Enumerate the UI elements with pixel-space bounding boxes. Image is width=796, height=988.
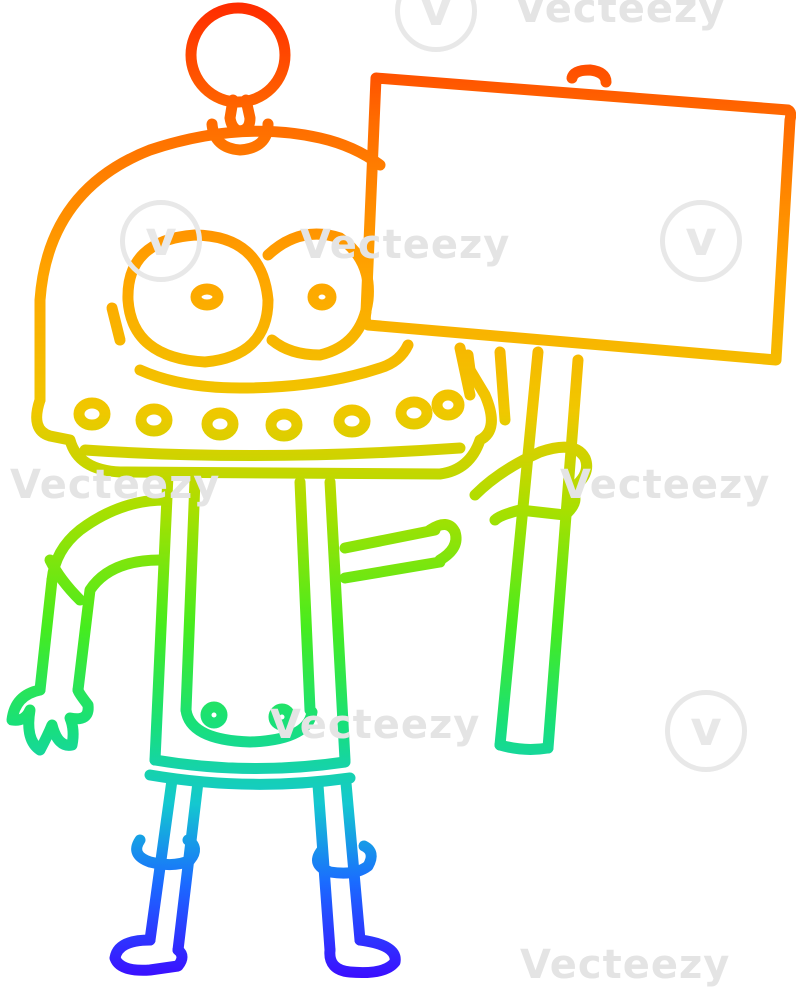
rivet bbox=[333, 404, 371, 438]
thumb bbox=[424, 519, 462, 566]
right-leg-outer bbox=[340, 777, 366, 946]
head-rim-lower bbox=[31, 364, 497, 480]
left-hand bbox=[6, 684, 94, 756]
rivet bbox=[135, 403, 173, 437]
left-arm-inner bbox=[72, 554, 166, 696]
sign-clip bbox=[566, 64, 612, 88]
right-knee-band bbox=[312, 840, 377, 879]
sign-pole-bottom bbox=[494, 739, 554, 755]
robot-mouth bbox=[134, 339, 414, 394]
torso-panel-bottom bbox=[180, 704, 318, 748]
left-foot bbox=[109, 934, 188, 976]
robot-head-dome bbox=[34, 125, 386, 406]
right-pupil bbox=[307, 283, 337, 311]
rivet bbox=[265, 408, 303, 442]
torso-inner-right bbox=[294, 476, 316, 716]
sign-pole-right bbox=[542, 354, 584, 754]
panel-rivet bbox=[268, 703, 296, 731]
gripping-hand bbox=[469, 441, 593, 526]
left-pupil bbox=[190, 283, 224, 311]
rivet bbox=[395, 396, 433, 430]
sign-pole-left bbox=[494, 346, 544, 751]
elbow-joint bbox=[44, 554, 86, 606]
torso-left bbox=[149, 469, 174, 766]
antenna-bulb bbox=[185, 2, 291, 108]
rivet bbox=[73, 397, 111, 431]
left-eye bbox=[122, 229, 274, 368]
right-arm-lower bbox=[339, 556, 446, 584]
head-band-line bbox=[79, 442, 466, 462]
left-arm-outer bbox=[34, 574, 58, 696]
right-arm-upper bbox=[339, 524, 441, 554]
rivet bbox=[431, 389, 465, 421]
sign-bracket bbox=[454, 342, 511, 426]
torso-right bbox=[324, 476, 351, 766]
rivet bbox=[201, 407, 239, 441]
left-knee-band bbox=[131, 834, 200, 871]
cheek-mark bbox=[106, 302, 126, 346]
torso-inner-left bbox=[180, 474, 201, 716]
right-foot bbox=[324, 934, 401, 978]
waist-line bbox=[149, 754, 351, 774]
panel-rivet bbox=[200, 701, 228, 729]
sign-board bbox=[359, 72, 796, 366]
